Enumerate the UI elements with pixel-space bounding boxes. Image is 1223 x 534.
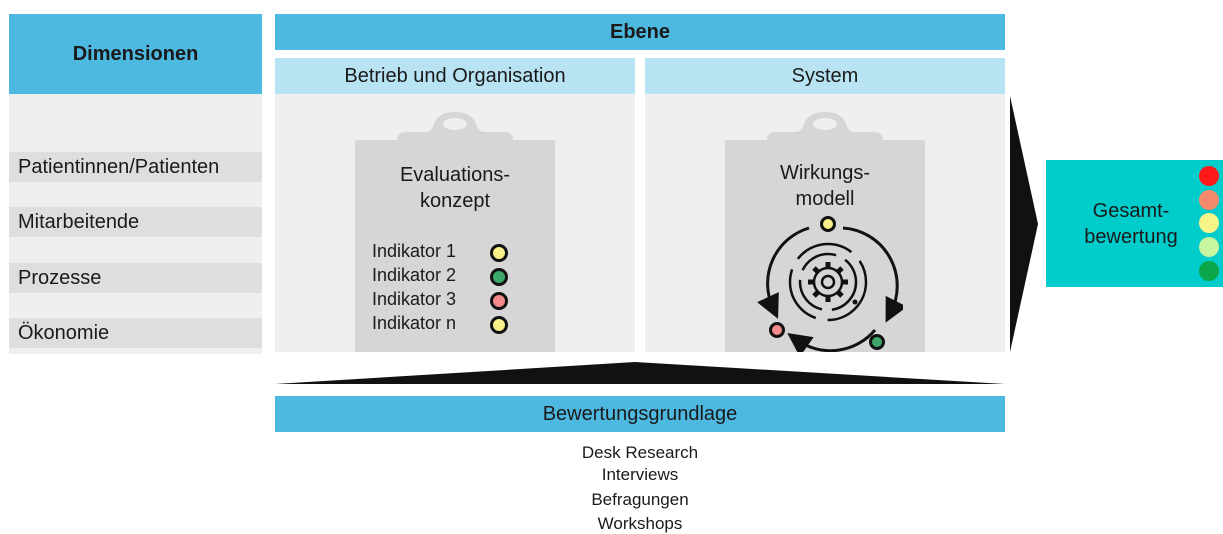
- method-item: Interviews: [601, 465, 679, 484]
- method-item: Workshops: [597, 514, 683, 533]
- rating-red-dot: [1199, 166, 1219, 186]
- column-header-system: System: [645, 58, 1005, 94]
- indicator-label: Indikator 1: [372, 241, 457, 261]
- indicator-label: Indikator 3: [372, 289, 457, 309]
- indicator-status-dot: [490, 268, 508, 286]
- clipboard-title-line1: Evaluations-: [399, 164, 511, 186]
- indicator-label: Indikator n: [372, 313, 457, 333]
- dimension-item: Prozesse: [9, 263, 262, 293]
- indicator-status-dot: [490, 244, 508, 262]
- cycle-dot: [869, 334, 885, 350]
- ebene-header-label: Ebene: [609, 20, 671, 43]
- base-wedge-icon: [275, 362, 1005, 384]
- indicator-status-dot: [490, 316, 508, 334]
- cycle-dot: [820, 216, 836, 232]
- gear-cycle-icon: [757, 216, 903, 352]
- dimension-label: Patientinnen/Patienten: [18, 155, 220, 178]
- column-header-betrieb: Betrieb und Organisation: [275, 58, 635, 94]
- gesamt-label-line1: Gesamt-: [1092, 200, 1170, 222]
- method-item: Desk Research: [581, 443, 699, 462]
- gesamtbewertung-box: [1046, 160, 1223, 287]
- dimension-label: Mitarbeitende: [18, 210, 140, 233]
- dimensions-header: Dimensionen: [9, 14, 262, 94]
- rating-green-dot: [1199, 261, 1219, 281]
- column-panel-betrieb: Evaluations- konzept Indikator 1 Indikat…: [275, 94, 635, 352]
- bewertungsgrundlage-header: Bewertungsgrundlage: [275, 396, 1005, 432]
- funnel-arrow-icon: [1010, 96, 1038, 352]
- clipboard-title: Evaluations- konzept: [355, 162, 555, 214]
- gesamtbewertung-label: Gesamt- bewertung: [1066, 198, 1196, 250]
- indicator-label: Indikator 2: [372, 265, 457, 285]
- method-item: Befragungen: [591, 490, 689, 509]
- rating-yellow-dot: [1199, 213, 1219, 233]
- indicator-status-dot: [490, 292, 508, 310]
- rating-lightgreen-dot: [1199, 237, 1219, 257]
- dimension-item: Patientinnen/Patienten: [9, 152, 262, 182]
- dimensions-header-label: Dimensionen: [72, 42, 199, 65]
- ebene-header: Ebene: [275, 14, 1005, 50]
- evaluationskonzept-clipboard: [355, 140, 555, 352]
- dimension-item: Ökonomie: [9, 318, 262, 348]
- dimension-label: Prozesse: [18, 266, 102, 289]
- gesamt-label-line2: bewertung: [1084, 226, 1178, 248]
- cycle-dot: [769, 322, 785, 338]
- dimension-item: Mitarbeitende: [9, 207, 262, 237]
- column-title: System: [791, 64, 859, 87]
- clipboard-title-line1: Wirkungs-: [779, 162, 870, 184]
- clipboard-title-line2: modell: [795, 188, 855, 210]
- rating-orange-dot: [1199, 190, 1219, 210]
- clipboard-title-line2: konzept: [419, 190, 491, 212]
- column-panel-system: Wirkungs- modell: [645, 94, 1005, 352]
- bewertungsgrundlage-label: Bewertungsgrundlage: [542, 402, 738, 425]
- column-title: Betrieb und Organisation: [344, 64, 566, 87]
- dimension-label: Ökonomie: [18, 321, 110, 344]
- clipboard-title: Wirkungs- modell: [725, 160, 925, 212]
